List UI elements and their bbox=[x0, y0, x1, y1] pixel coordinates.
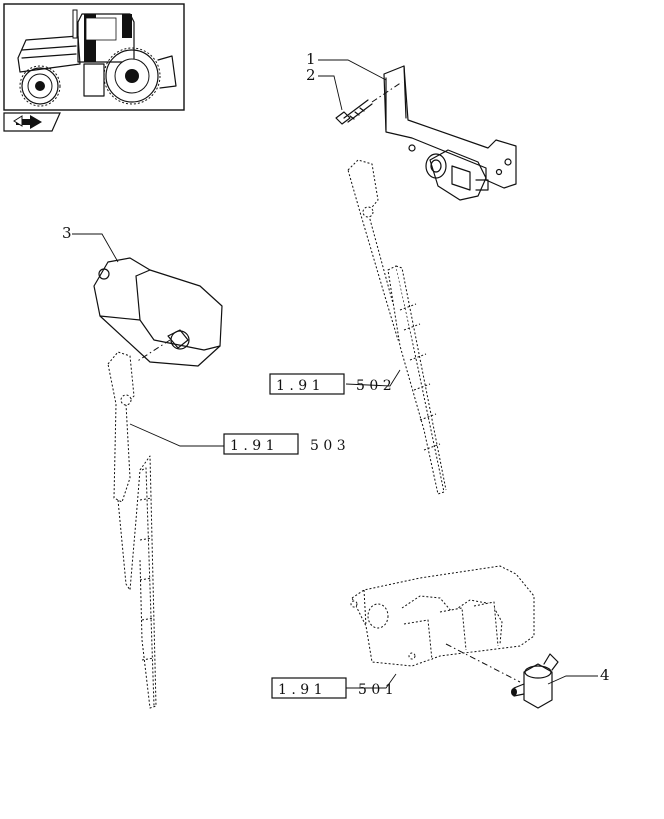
part-number-3: 3 bbox=[62, 224, 72, 242]
reference-main: 1 . 9 1 bbox=[230, 438, 275, 454]
motor-cover bbox=[93, 257, 223, 367]
reference-link-501[interactable]: 1 . 9 1 5 0 1 bbox=[271, 677, 394, 699]
reference-tail: 5 0 1 bbox=[358, 682, 394, 698]
tractor-icon bbox=[17, 9, 177, 107]
bolt-axis-line bbox=[371, 81, 403, 103]
washer-tank bbox=[350, 565, 535, 667]
part-number-4: 4 bbox=[600, 666, 610, 684]
return-button[interactable] bbox=[3, 112, 61, 132]
wiper-motor-bracket bbox=[383, 65, 517, 201]
shaft-axis-line bbox=[135, 339, 171, 363]
reference-link-502[interactable]: 1 . 9 1 5 0 2 bbox=[269, 373, 392, 395]
bolt bbox=[335, 99, 373, 125]
reference-link-503[interactable]: 1 . 9 1 5 0 3 bbox=[223, 433, 346, 455]
reference-tail: 5 0 2 bbox=[356, 378, 392, 394]
lower-wiper-arm bbox=[107, 351, 157, 709]
reference-main: 1 . 9 1 bbox=[276, 378, 321, 394]
reference-tail: 5 0 3 bbox=[310, 438, 346, 454]
leader-lines bbox=[72, 59, 598, 689]
tractor-thumbnail bbox=[3, 3, 185, 111]
part-number-1: 1 bbox=[306, 50, 316, 68]
part-number-2: 2 bbox=[306, 66, 316, 84]
upper-wiper-arm bbox=[347, 159, 447, 495]
washer-pump bbox=[511, 653, 559, 709]
return-arrow-icon bbox=[13, 115, 42, 129]
pump-axis-line bbox=[445, 643, 521, 683]
reference-main: 1 . 9 1 bbox=[278, 682, 323, 698]
